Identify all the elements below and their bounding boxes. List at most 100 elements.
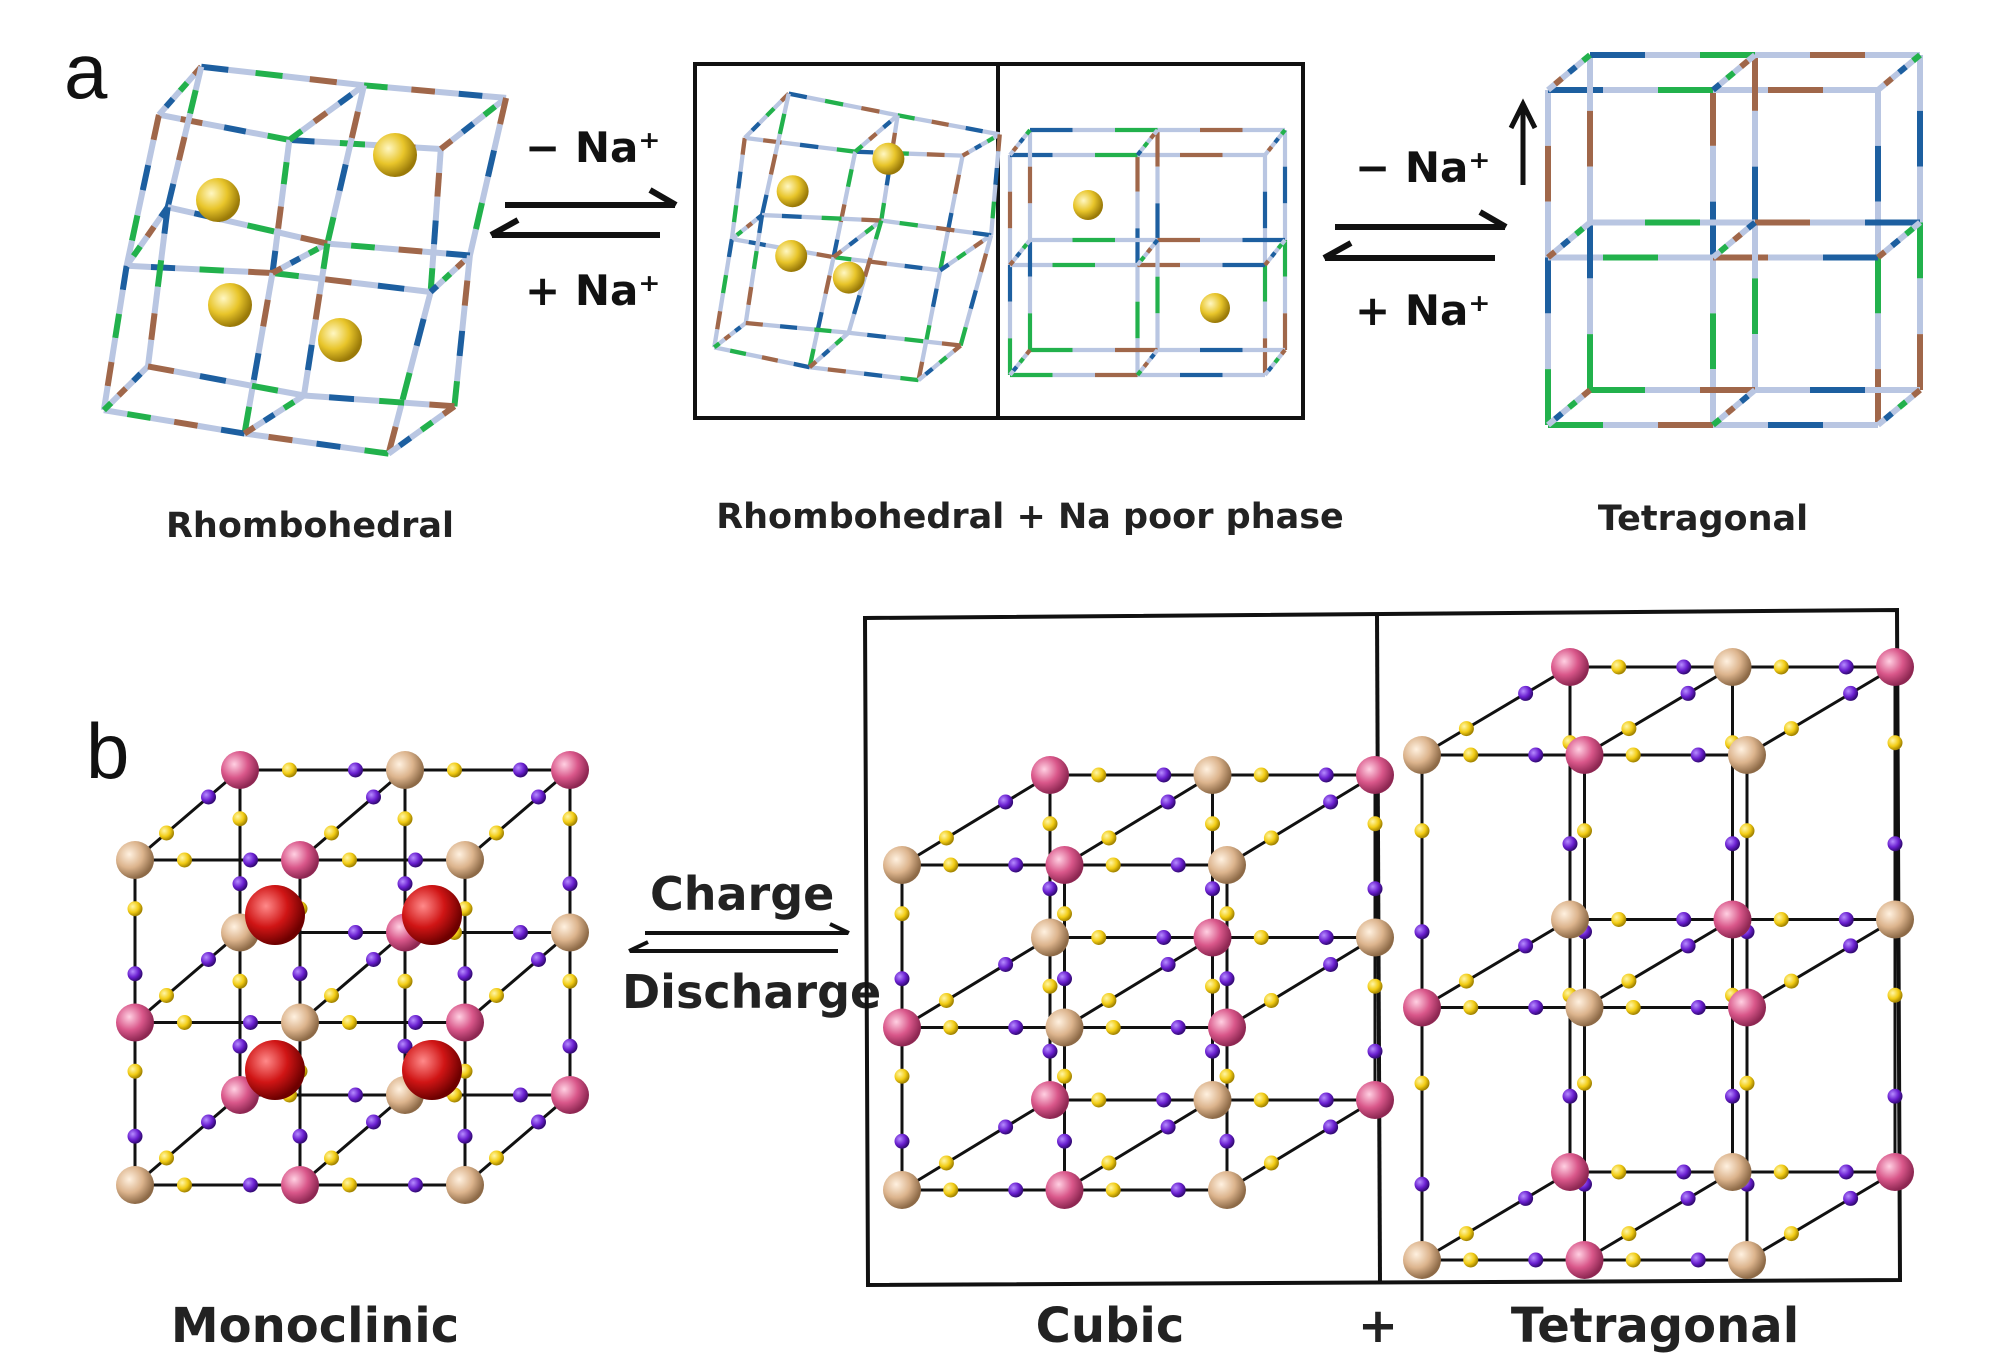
lattice-bond <box>764 174 774 196</box>
lattice-bond <box>938 355 948 365</box>
lattice-bond <box>298 250 311 261</box>
lattice-bond <box>745 351 763 360</box>
lattice-bond <box>1746 52 1757 64</box>
lattice-bond <box>408 427 424 441</box>
lattice-bond <box>715 310 723 330</box>
lattice-bond <box>757 214 765 234</box>
lattice-bond <box>428 283 440 295</box>
lattice-bond <box>1276 242 1284 250</box>
rhombohedral-structure-small <box>712 91 1002 383</box>
lattice-bond <box>879 202 887 221</box>
lattice-bond <box>312 110 329 125</box>
lattice-bond <box>471 112 487 126</box>
lattice-bond <box>749 268 757 288</box>
lattice-bond <box>1574 226 1585 237</box>
lattice-bond <box>1270 251 1277 258</box>
lattice-bond <box>180 115 203 127</box>
yellow-atom <box>1091 930 1107 945</box>
purple-atom <box>1676 659 1692 675</box>
lattice-bond <box>397 435 413 449</box>
lattice-bond <box>316 268 327 295</box>
lattice-bond <box>738 154 745 172</box>
lattice-bond <box>886 261 905 269</box>
lattice-bond <box>262 411 276 424</box>
yellow-atom <box>938 830 954 846</box>
lattice-bond <box>920 343 928 363</box>
lattice-bond <box>862 257 873 278</box>
purple-atom <box>1160 794 1176 810</box>
lattice-bond <box>435 277 446 289</box>
yellow-atom <box>1253 930 1269 945</box>
lattice-bond <box>260 299 271 328</box>
lattice-bond <box>1226 936 1376 1029</box>
lattice-bond <box>821 348 831 358</box>
pink-atom <box>446 1003 484 1042</box>
yellow-atom <box>1458 973 1474 989</box>
pink-atom <box>1565 1241 1604 1279</box>
pink-atom <box>281 841 319 879</box>
lattice-bond <box>413 318 427 347</box>
panel-b-label: b <box>86 707 129 795</box>
lattice-bond <box>1583 1170 1734 1262</box>
lattice-bond <box>743 129 754 140</box>
lattice-bond <box>299 1093 406 1187</box>
caption-tetragonal-a: Tetragonal <box>1598 499 1808 539</box>
lattice-bond <box>430 411 446 425</box>
red-atom <box>402 1040 462 1100</box>
lattice-bond <box>386 443 402 457</box>
lattice-bond <box>1546 81 1557 93</box>
yellow-atom <box>127 1063 143 1079</box>
lattice-bond <box>422 248 447 257</box>
tan-atom <box>1551 900 1589 939</box>
lattice-bond <box>965 125 984 134</box>
lattice-bond <box>420 291 434 320</box>
pink-atom <box>1208 1008 1246 1047</box>
pink-atom <box>1031 1081 1069 1119</box>
lattice-bond <box>434 172 443 197</box>
yellow-atom <box>1414 823 1430 839</box>
lattice-bond <box>848 237 859 247</box>
lattice-bond <box>788 91 808 100</box>
lattice-bond <box>491 123 503 152</box>
lattice-bond <box>938 250 947 271</box>
lattice-bond <box>404 399 430 408</box>
lattice-bond <box>134 768 241 862</box>
lattice-bond <box>173 368 201 380</box>
lattice-bond <box>116 289 126 315</box>
lattice-bond <box>926 152 945 158</box>
lattice-bond <box>251 382 279 394</box>
lattice-bond <box>930 288 939 308</box>
purple-atom <box>348 762 363 778</box>
lattice-bond <box>1226 1098 1376 1192</box>
lattice-bond <box>1142 361 1150 368</box>
lattice-bond <box>740 225 749 233</box>
yellow-atom <box>159 1150 174 1166</box>
lattice-bond <box>101 400 114 413</box>
lattice-bond <box>1581 52 1592 64</box>
purple-atom <box>292 966 308 982</box>
lattice-bond <box>1145 247 1153 254</box>
yellow-atom <box>232 973 248 989</box>
purple-atom <box>1323 1119 1339 1135</box>
lattice-bond <box>718 337 727 345</box>
lattice-bond <box>834 336 844 346</box>
elongation-arrowhead <box>1508 98 1538 130</box>
lattice-bond <box>336 79 365 89</box>
purple-atom <box>531 1114 546 1130</box>
lattice-bond <box>103 407 128 417</box>
lattice-bond <box>1273 137 1280 144</box>
pink-atom <box>551 1076 589 1114</box>
pink-atom <box>1876 1153 1914 1191</box>
lattice-bond <box>901 1098 1051 1192</box>
purple-atom <box>1318 1092 1334 1108</box>
lattice-bond <box>728 329 737 337</box>
lattice-bond <box>354 84 367 113</box>
lattice-bond <box>1135 149 1143 157</box>
lattice-bond <box>445 250 471 259</box>
lattice-bond <box>1739 226 1750 237</box>
lattice-bond <box>1421 1170 1571 1262</box>
reverse-arrowhead <box>489 217 520 238</box>
lattice-bond <box>1567 399 1578 410</box>
pink-atom <box>1045 1171 1084 1209</box>
lattice-bond <box>1152 348 1160 356</box>
